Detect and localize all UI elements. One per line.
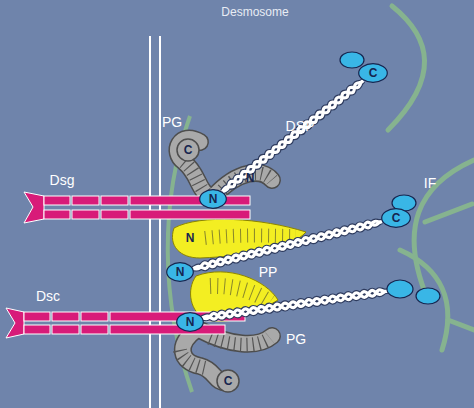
- dsp-rope-group: [222, 81, 363, 192]
- cadherin-domain: [52, 312, 79, 321]
- plakoglobin: [180, 330, 272, 392]
- dsp-terminal-domain: C: [381, 208, 411, 228]
- dsp-terminal-domain: N: [166, 262, 194, 282]
- terminus-letter: C: [369, 67, 378, 79]
- filament: [400, 250, 448, 350]
- cadherin-tail: [110, 325, 225, 334]
- dsp-domain: [340, 52, 364, 68]
- membrane-line: [159, 36, 161, 408]
- rope-outline: [202, 290, 388, 319]
- ellipse-shape: [200, 190, 227, 209]
- filament: [448, 320, 474, 330]
- pp-lobe: [172, 219, 306, 258]
- terminus-letter: N: [176, 266, 185, 278]
- pg-c-terminus: [217, 370, 239, 392]
- part-label: N: [246, 172, 255, 184]
- cadherin-domain: [101, 196, 128, 205]
- part-label: C: [184, 144, 193, 156]
- pg-c-terminus: [177, 139, 199, 161]
- dsp-rope: [193, 221, 382, 269]
- cadherin-domain: [72, 196, 99, 205]
- desmocollin: [6, 308, 245, 338]
- ellipse-shape: [167, 263, 194, 282]
- dsp-rope: [202, 290, 388, 319]
- part-label: DSP: [286, 119, 315, 133]
- cadherin-domain: [24, 312, 50, 321]
- cadherin-tail: [130, 196, 250, 205]
- dsp-domain: [416, 288, 440, 304]
- part-label: Dsg: [50, 173, 75, 187]
- ellipse-shape: [382, 209, 411, 228]
- dsp-terminal-domain: C: [358, 63, 388, 83]
- cadherin-domain: [24, 325, 50, 334]
- membrane-line: [149, 36, 151, 408]
- dsp-domain: [387, 280, 413, 298]
- rope-outline: [222, 81, 363, 192]
- cadherin-domain: [81, 325, 108, 334]
- part-label: C: [224, 375, 233, 387]
- cadherin-domain: [81, 312, 108, 321]
- terminus-letter: N: [209, 193, 218, 205]
- filament: [425, 204, 472, 222]
- ellipse-shape: [177, 313, 204, 332]
- terminus-letter: N: [186, 316, 195, 328]
- cadherin-tail: [130, 210, 250, 219]
- part-label: PG: [286, 332, 306, 346]
- dsp-rope: [222, 81, 363, 192]
- pp-stripes: [210, 286, 270, 302]
- part-label: Dsc: [36, 289, 60, 303]
- dsp-end-domains: [340, 52, 440, 304]
- dsp-terminal-domain: N: [199, 189, 227, 209]
- cadherin-tip: [6, 308, 24, 338]
- cadherin-domain: [44, 210, 70, 219]
- pp-stripes: [205, 236, 296, 239]
- part-label: IF: [424, 176, 436, 190]
- cadherin-domain: [72, 210, 99, 219]
- filament: [414, 160, 474, 300]
- part-label: PP: [259, 265, 278, 279]
- cadherin-tip: [24, 192, 44, 223]
- ellipse-shape: [359, 64, 388, 83]
- dsp-terminal-domain: N: [176, 312, 204, 332]
- rope-outline: [193, 221, 382, 269]
- cadherin-domain: [101, 210, 128, 219]
- desmoplakin-ropes: [193, 81, 388, 319]
- cadherin-domain: [52, 325, 79, 334]
- dsp-rope-group: [193, 221, 382, 269]
- terminus-letter: C: [392, 212, 401, 224]
- pg-ribs: [180, 338, 270, 368]
- filament: [388, 6, 425, 130]
- cadherin-domain: [44, 196, 70, 205]
- part-label: N: [186, 232, 195, 244]
- diagram-title: Desmosome: [221, 5, 288, 19]
- part-label: PG: [162, 115, 182, 129]
- intermediate-filaments: [388, 6, 474, 350]
